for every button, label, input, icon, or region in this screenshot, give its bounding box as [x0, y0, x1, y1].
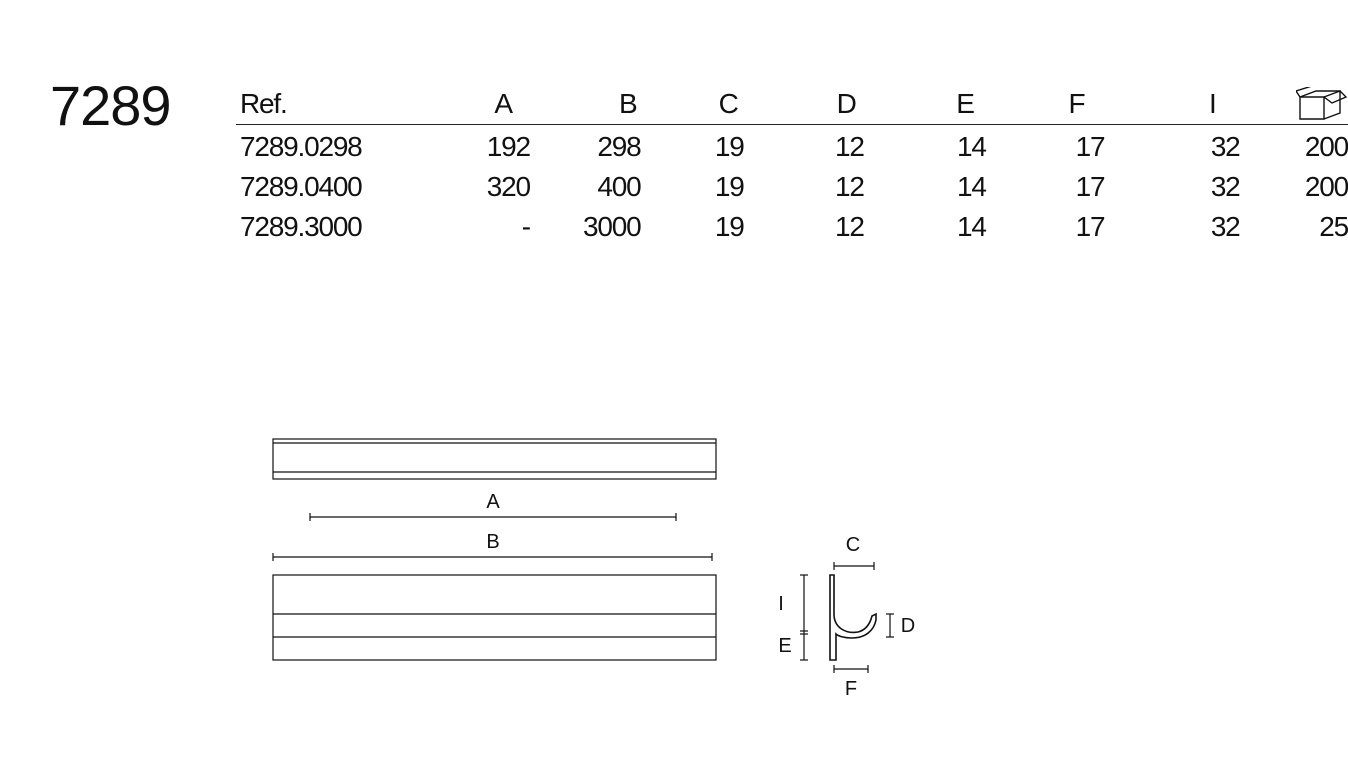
package-box-icon — [1294, 85, 1348, 121]
cell-qty: 200 — [1304, 131, 1348, 162]
table-row: 7289.0400 320 400 19 12 14 17 32 200 — [236, 167, 1348, 207]
cell-b: 400 — [597, 171, 641, 202]
cell-e: 14 — [956, 171, 987, 202]
cell-ref: 7289.0400 — [240, 171, 363, 202]
cell-d: 12 — [834, 131, 865, 162]
dim-label-c: C — [846, 534, 860, 556]
col-header-e: E — [863, 84, 986, 125]
cell-c: 19 — [714, 131, 745, 162]
col-header-ref: Ref. — [236, 84, 436, 125]
cell-f: 17 — [1075, 171, 1106, 202]
col-header-d: D — [743, 84, 864, 125]
cell-i: 32 — [1210, 171, 1241, 202]
handle-front-view — [272, 574, 717, 661]
col-header-a: A — [435, 84, 530, 125]
col-header-b: B — [529, 84, 641, 125]
cell-d: 12 — [834, 171, 865, 202]
dim-label-f: F — [845, 678, 857, 700]
dimension-line-b — [272, 553, 713, 561]
model-number: 7289 — [50, 74, 172, 137]
cell-i: 32 — [1210, 211, 1241, 242]
cell-e: 14 — [956, 131, 987, 162]
cell-b: 298 — [597, 131, 641, 162]
cell-c: 19 — [714, 211, 745, 242]
dim-label-d: D — [901, 615, 915, 637]
spec-table: Ref. A B C D E F I — [236, 84, 1348, 247]
cell-c: 19 — [714, 171, 745, 202]
cell-f: 17 — [1075, 131, 1106, 162]
table-row: 7289.3000 - 3000 19 12 14 17 32 25 — [236, 207, 1348, 247]
cell-a: 192 — [486, 131, 531, 162]
col-header-i: I — [1104, 84, 1240, 125]
table-row: 7289.0298 192 298 19 12 14 17 32 200 — [236, 125, 1348, 168]
cell-qty: 200 — [1304, 171, 1348, 202]
table-header-row: Ref. A B C D E F I — [236, 84, 1348, 125]
cell-i: 32 — [1210, 131, 1241, 162]
dim-label-e: E — [778, 635, 791, 657]
cell-qty: 25 — [1319, 211, 1348, 242]
col-header-box — [1239, 84, 1348, 125]
cell-ref: 7289.0298 — [240, 131, 363, 162]
dimension-line-a — [309, 513, 677, 521]
dim-label-a: A — [486, 491, 500, 513]
cell-ref: 7289.3000 — [240, 211, 363, 242]
cell-d: 12 — [834, 211, 865, 242]
cell-a: 320 — [486, 171, 531, 202]
col-header-c: C — [640, 84, 744, 125]
cell-f: 17 — [1075, 211, 1106, 242]
cell-e: 14 — [956, 211, 987, 242]
col-header-f: F — [985, 84, 1105, 125]
cell-a: - — [521, 211, 531, 242]
handle-profile-section — [800, 562, 894, 673]
cell-b: 3000 — [582, 211, 642, 242]
handle-top-view — [272, 438, 717, 480]
dim-label-b: B — [486, 531, 499, 553]
dim-label-i: I — [778, 593, 784, 615]
